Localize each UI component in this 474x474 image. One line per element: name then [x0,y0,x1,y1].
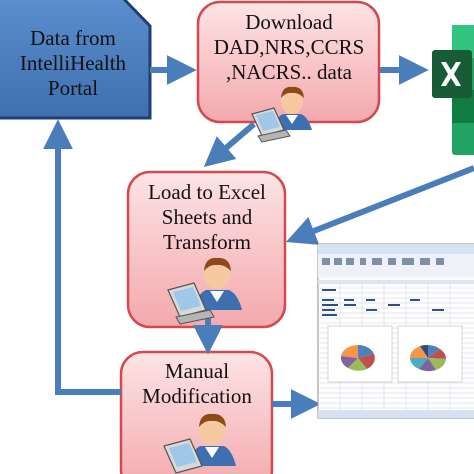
load-line-1: Load to Excel [148,180,266,204]
user-at-laptop-icon [163,413,236,474]
load-line-3: Transform [163,230,251,254]
arrow-download-to-load [203,121,256,168]
source-line-2: IntelliHealth [19,51,127,75]
source-line-3: Portal [47,76,99,100]
source-node-label: Data from IntelliHealth Portal [0,26,146,101]
download-line-2: DAD,NRS,CCRS [213,35,365,59]
arrow-manual-to-source [43,119,121,395]
user-at-laptop-icon [167,257,242,325]
arrow-excel-to-spreadsheet [285,165,474,245]
load-node-label: Load to Excel Sheets and Transform [130,180,284,255]
microsoft-excel-icon [432,25,474,155]
download-node-label: Download DAD,NRS,CCRS ,NACRS.. data [200,10,378,85]
download-line-3: ,NACRS.. data [226,60,352,84]
user-at-laptop-icon [251,86,312,143]
excel-spreadsheet-screenshot [317,243,474,419]
source-line-1: Data from [30,26,116,50]
manual-node-label: Manual Modification [123,359,271,409]
manual-line-2: Modification [142,384,252,408]
download-line-1: Download [245,10,333,34]
manual-line-1: Manual [164,359,230,383]
load-line-2: Sheets and [161,205,253,229]
